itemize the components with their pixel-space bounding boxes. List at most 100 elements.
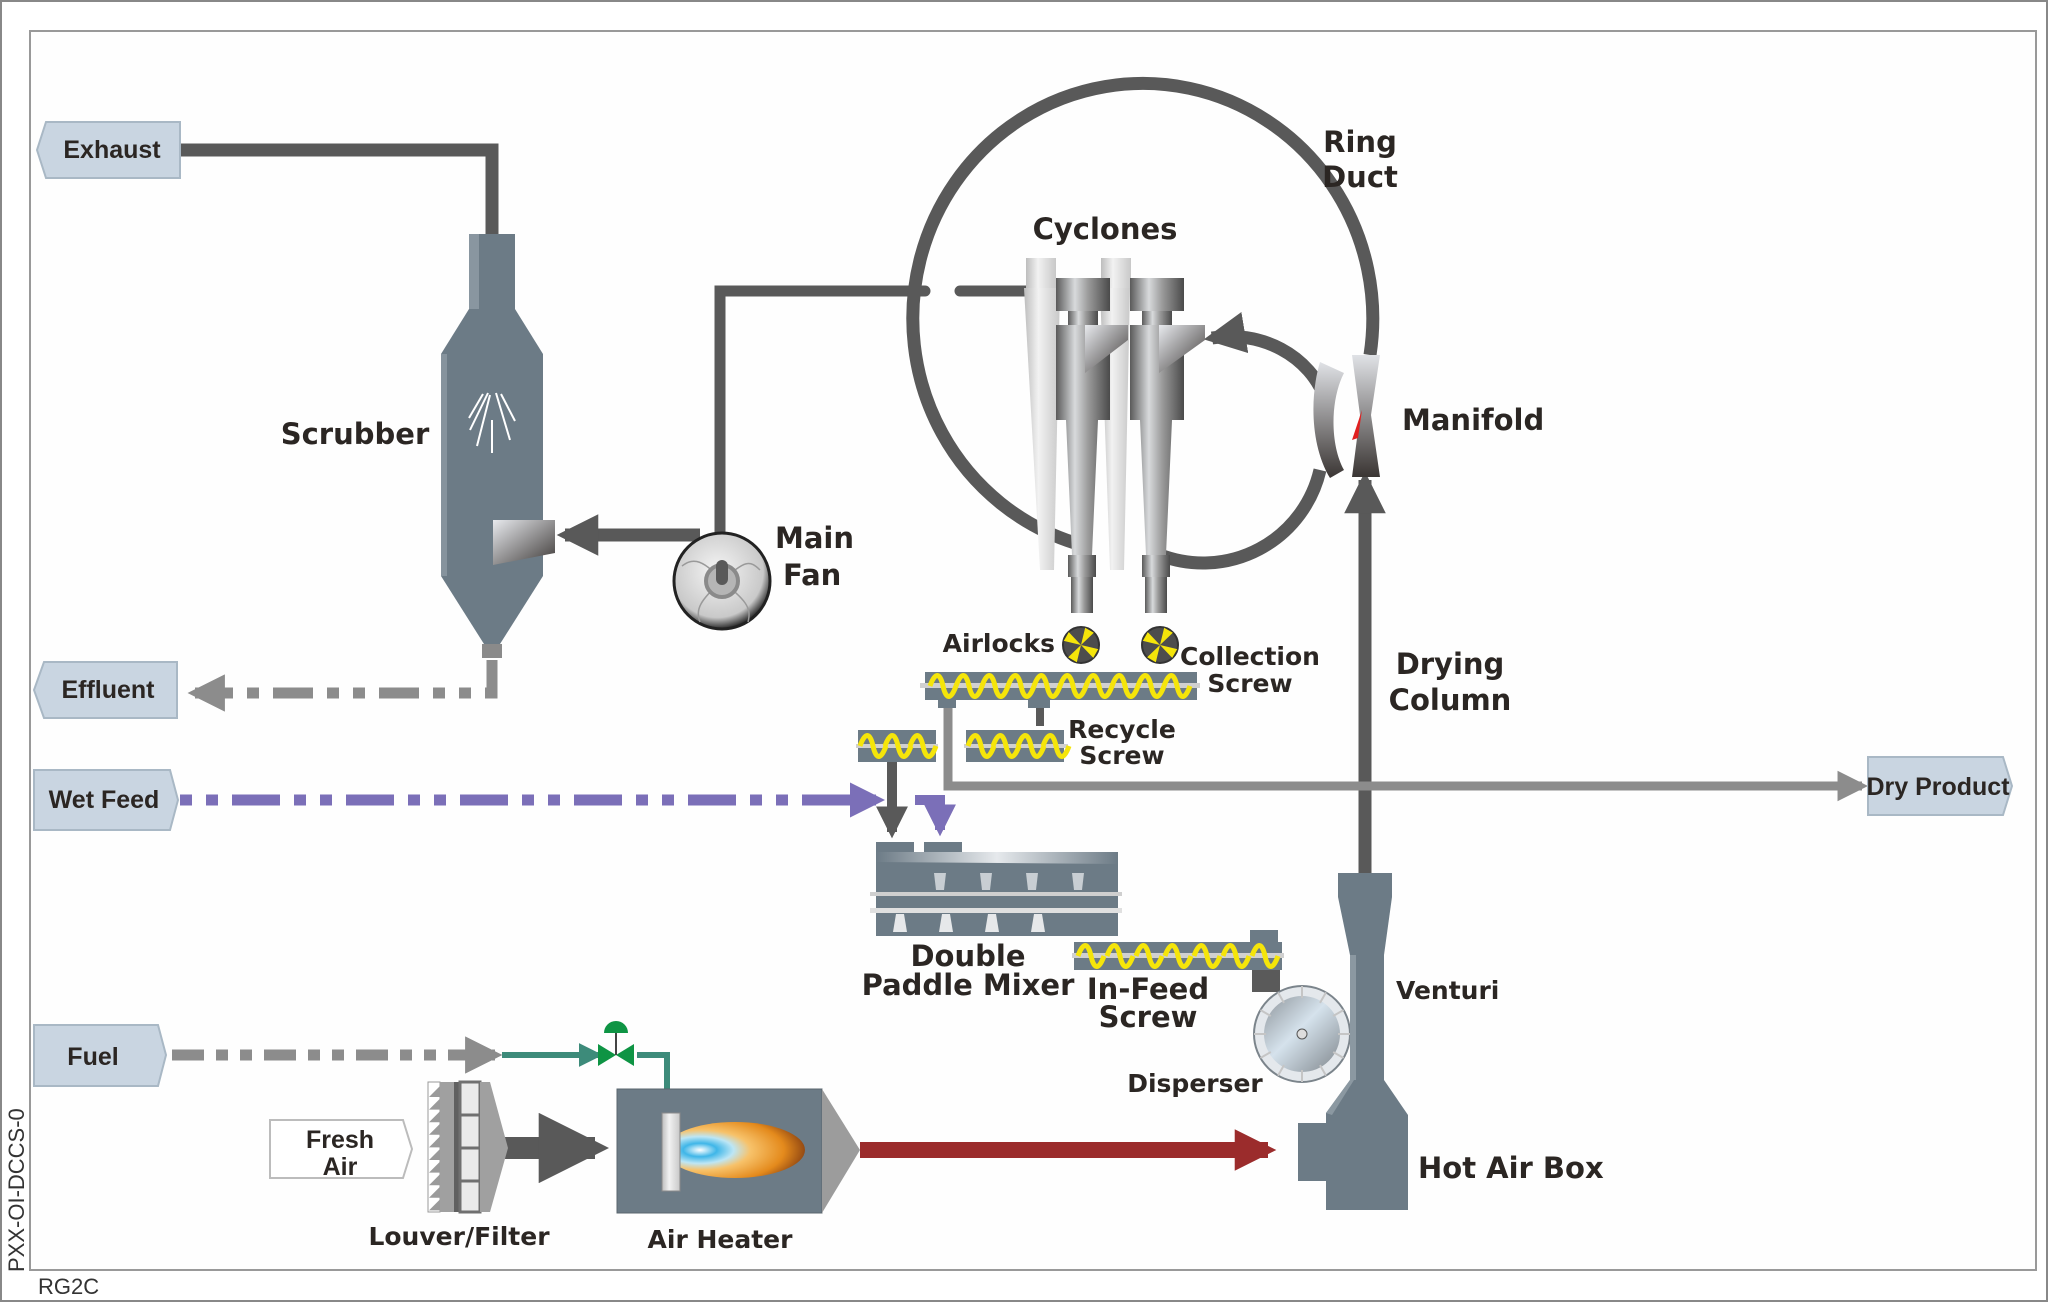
effluent-line (187, 660, 498, 712)
screw-flight (1161, 673, 1193, 699)
effluent-box[interactable]: Effluent (32, 661, 178, 719)
double-paddle-mixer[interactable] (870, 842, 1122, 936)
manifold[interactable] (1313, 355, 1380, 478)
fuel-label: Fuel (67, 1043, 118, 1071)
flame-icon (665, 1122, 805, 1178)
screw-flight (1249, 943, 1281, 969)
ring-duct-return (1157, 468, 1327, 570)
revision-label: RG2C (38, 1274, 99, 1299)
disperser-tooth (1319, 1064, 1327, 1077)
screw-flight (1109, 673, 1141, 699)
screw-flight (907, 733, 939, 759)
in-feed-screw-label-2: Screw (1099, 1000, 1198, 1034)
louver-blade (429, 1098, 440, 1110)
louver-blade (429, 1186, 440, 1198)
louver-blade (429, 1199, 440, 1211)
air-heater-label: Air Heater (648, 1225, 794, 1254)
recycle-screw-left[interactable] (856, 730, 939, 762)
disperser[interactable] (1253, 985, 1351, 1083)
hot-air-box-label: Hot Air Box (1418, 1151, 1604, 1185)
louver-blade (429, 1123, 440, 1135)
drying-column-label-1: Drying (1396, 647, 1505, 681)
fresh-air-label-2: Air (323, 1153, 358, 1181)
air-heater[interactable] (616, 1088, 860, 1214)
screw-flight (1133, 943, 1165, 969)
screw-flight (1135, 673, 1167, 699)
mixer-paddle (934, 873, 946, 890)
disperser-tooth (1259, 1051, 1272, 1059)
recycle-screw[interactable] (964, 730, 1072, 762)
main-fan-label-1: Main (775, 521, 854, 555)
louver-blade (429, 1111, 440, 1123)
wet-feed-label: Wet Feed (49, 786, 160, 814)
mixer-paddle (1031, 914, 1045, 932)
screw-flight (1162, 943, 1194, 969)
fresh-air-label-1: Fresh (306, 1126, 374, 1154)
recycle-screw-label-2: Screw (1079, 741, 1164, 770)
fuel-box[interactable]: Fuel (33, 1024, 168, 1087)
wet-feed-box[interactable]: Wet Feed (33, 769, 180, 831)
airlock-1[interactable] (1058, 622, 1104, 668)
collection-screw-label-2: Screw (1207, 669, 1292, 698)
screw-flight (1040, 733, 1072, 759)
mixer-paddle (985, 914, 999, 932)
manifold-label: Manifold (1402, 403, 1544, 437)
drying-column-label-2: Column (1389, 683, 1512, 717)
mixer-paddle (1072, 873, 1084, 890)
louver-blade (429, 1174, 440, 1186)
dry-product-label: Dry Product (1866, 773, 2010, 801)
venturi[interactable] (1338, 873, 1392, 1080)
mixer-paddle (980, 873, 992, 890)
louver-blade (429, 1149, 440, 1160)
screw-flight (1220, 943, 1252, 969)
ring-duct-label-2: Duct (1322, 160, 1398, 194)
louver-blade (429, 1136, 440, 1148)
exhaust-pipe (180, 143, 499, 238)
collection-screw-label-1: Collection (1180, 642, 1320, 671)
screw-flight (1191, 943, 1223, 969)
airlock-2[interactable] (1137, 622, 1183, 668)
main-fan[interactable] (672, 531, 772, 631)
screw-flight (882, 733, 914, 759)
dry-product-box[interactable]: Dry Product (1866, 756, 2014, 816)
mixer-paddle (939, 914, 953, 932)
hot-air-box[interactable] (1298, 1080, 1408, 1210)
screw-flight (1075, 943, 1107, 969)
exhaust-box[interactable]: Exhaust (35, 121, 181, 179)
disperser-tooth (1277, 1064, 1285, 1077)
mixer-label-1: Double (910, 939, 1025, 973)
document-id: PXX-OI-DCCS-0 (4, 1108, 29, 1272)
main-fan-label-2: Fan (783, 558, 841, 592)
disperser-tooth (1332, 1051, 1345, 1059)
wet-feed-to-mixer (915, 795, 957, 837)
exhaust-label: Exhaust (63, 136, 161, 164)
screw-flight (1104, 943, 1136, 969)
ring-duct-label-1: Ring (1323, 125, 1397, 159)
drawing-border (29, 30, 2037, 1271)
screw-flight (953, 673, 985, 699)
venturi-label: Venturi (1396, 976, 1499, 1005)
scrubber[interactable] (441, 234, 555, 658)
collection-screw[interactable] (920, 672, 1200, 708)
louver-filter-label: Louver/Filter (368, 1222, 550, 1251)
screw-flight (1015, 733, 1047, 759)
in-feed-screw[interactable] (1072, 930, 1284, 992)
mixer-label-2: Paddle Mixer (862, 968, 1075, 1002)
in-feed-screw-label-1: In-Feed (1087, 972, 1209, 1006)
cyclones-label: Cyclones (1033, 212, 1178, 246)
dry-product-line (943, 700, 1869, 802)
mixer-paddle (1026, 873, 1038, 890)
louver-filter[interactable] (427, 1080, 508, 1214)
fuel-control-valve[interactable] (598, 1021, 634, 1066)
disperser-label: Disperser (1127, 1069, 1263, 1098)
screw-flight (990, 733, 1022, 759)
fresh-air-box[interactable]: Fresh Air (269, 1119, 414, 1181)
louver-blade (429, 1086, 440, 1097)
mixer-paddle (893, 914, 907, 932)
cyclones[interactable] (1024, 258, 1205, 613)
scrubber-label: Scrubber (281, 417, 430, 451)
recycle-screw-label-1: Recycle (1068, 715, 1176, 744)
airlocks-label: Airlocks (943, 629, 1055, 658)
effluent-label: Effluent (61, 676, 155, 704)
